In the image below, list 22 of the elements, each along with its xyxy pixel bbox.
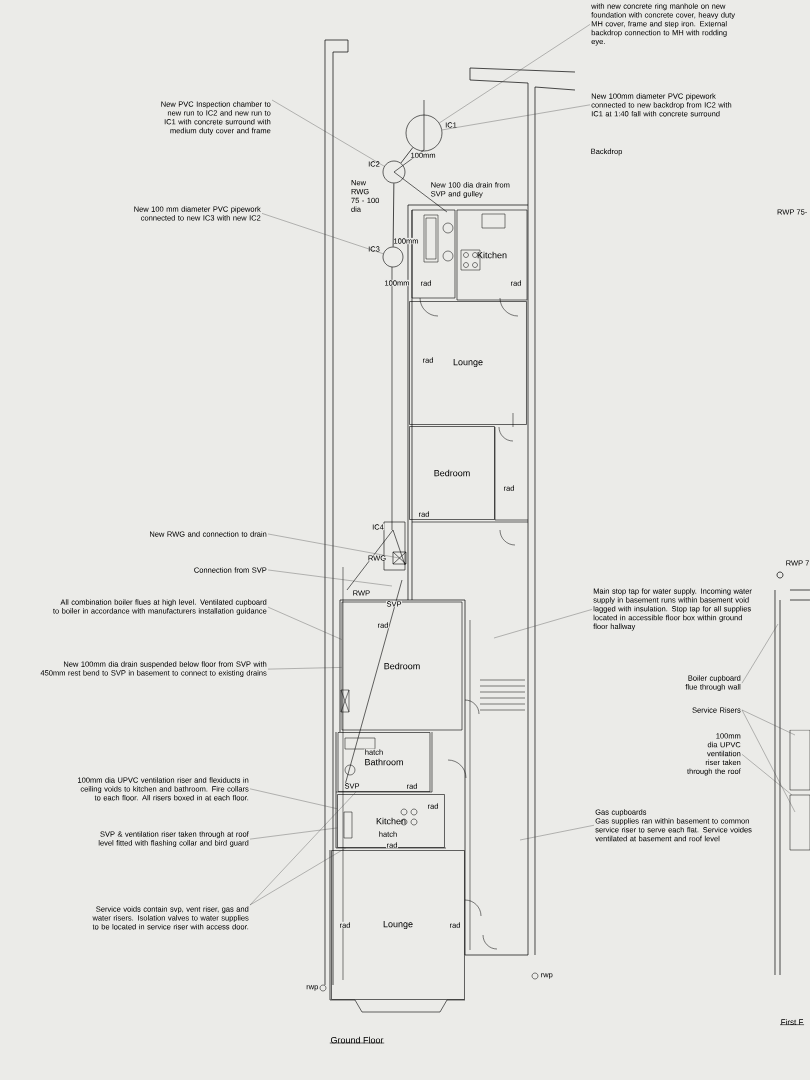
leader-line xyxy=(267,533,400,559)
leader-line xyxy=(249,847,347,906)
leader-line xyxy=(493,609,593,639)
leader-line xyxy=(271,99,385,167)
leader-line xyxy=(741,709,796,736)
leader-line xyxy=(261,213,384,254)
leader-line xyxy=(249,791,357,906)
floor-title: Ground Floor xyxy=(329,1036,385,1044)
leader-line xyxy=(519,825,595,841)
leader-line xyxy=(267,667,342,670)
leader-line xyxy=(249,788,338,809)
leader-line xyxy=(741,709,796,813)
drain-pipe xyxy=(400,147,414,164)
leader-line xyxy=(441,104,591,131)
leader-line xyxy=(741,754,793,796)
floor-title: First F xyxy=(779,1018,805,1026)
leader-line xyxy=(439,24,591,124)
leader-line xyxy=(267,606,342,640)
leader-line xyxy=(249,827,338,840)
leader-line xyxy=(741,623,779,684)
leader-line xyxy=(267,569,393,587)
drain-pipe xyxy=(392,182,395,248)
